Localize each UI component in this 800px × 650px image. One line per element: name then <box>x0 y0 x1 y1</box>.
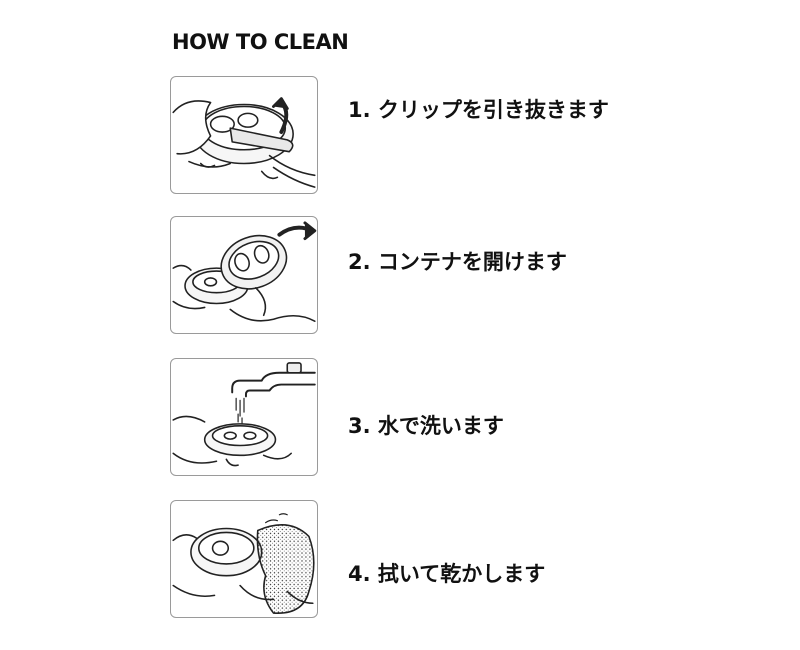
page-title: HOW TO CLEAN <box>172 30 349 54</box>
step-2-text: 2. コンテナを開けます <box>348 250 567 274</box>
step-2: 2. コンテナを開けます <box>170 216 730 336</box>
step-4-text: 4. 拭いて乾かします <box>348 562 546 586</box>
step-3-text: 3. 水で洗います <box>348 414 504 438</box>
step-1-text: 1. クリップを引き抜きます <box>348 98 609 122</box>
pull-clip-illustration <box>170 76 318 194</box>
open-container-illustration <box>170 216 318 334</box>
step-3: 3. 水で洗います <box>170 358 730 478</box>
wash-with-water-illustration <box>170 358 318 476</box>
wipe-and-dry-illustration <box>170 500 318 618</box>
step-4: 4. 拭いて乾かします <box>170 500 730 620</box>
step-1: 1. クリップを引き抜きます <box>170 76 730 196</box>
